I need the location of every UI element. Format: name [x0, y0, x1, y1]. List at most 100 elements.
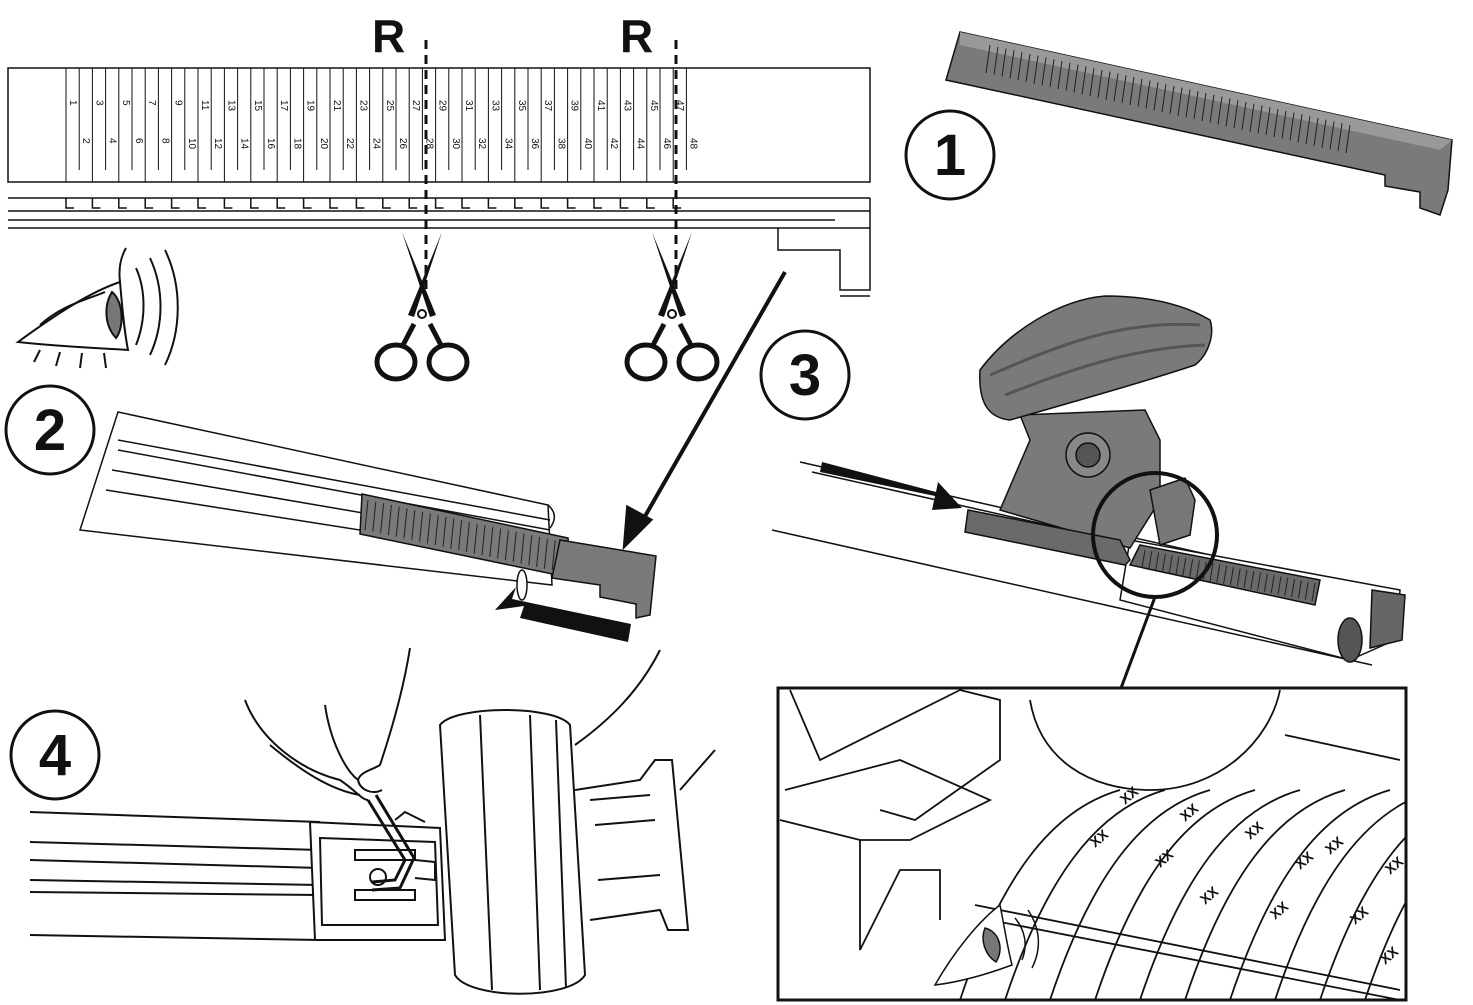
ruler-number-even: 48	[687, 138, 698, 150]
ruler-number-even: 24	[371, 138, 382, 150]
bar-tick	[426, 513, 431, 544]
bar-tick	[1281, 110, 1287, 139]
rail-notch	[329, 198, 338, 209]
bar-tick	[1223, 565, 1228, 584]
bar-tick	[1177, 87, 1183, 116]
step-3-clamp-assembly	[771, 295, 1406, 666]
bar-tick	[1057, 60, 1063, 90]
ruler-number-even: 22	[344, 138, 355, 150]
bar-tick	[1201, 92, 1207, 122]
bar-tick	[1001, 48, 1007, 77]
cut-marker-right: R	[620, 10, 653, 62]
ruler-number-even: 20	[318, 138, 329, 150]
bar-tick	[528, 535, 533, 566]
step-badge-2: 2	[4, 384, 96, 476]
bar-tick	[1073, 64, 1079, 93]
bar-tick	[1113, 73, 1119, 102]
eye-icon	[933, 903, 1040, 986]
ruler-number-odd: 33	[489, 100, 500, 112]
ruler-number-odd: 1	[67, 100, 78, 106]
bar-tick	[1216, 564, 1221, 583]
bar-tick	[1153, 82, 1159, 111]
ruler-number-odd: 17	[278, 100, 289, 112]
detail-ridge	[1274, 800, 1406, 1000]
rail-notch	[434, 198, 444, 209]
ruler-number-even: 32	[476, 138, 487, 150]
ruler-number-even: 4	[107, 138, 118, 144]
bar-tick	[1289, 112, 1295, 141]
ruler-number-odd: 19	[305, 100, 316, 112]
bar-tick	[1284, 577, 1289, 596]
bar-tick	[504, 530, 509, 561]
ruler-number-odd: 45	[648, 100, 659, 112]
bar-tick	[1175, 556, 1180, 575]
ruler-number-odd: 7	[146, 100, 157, 106]
bar-tick	[520, 533, 525, 564]
bar-tick	[1270, 574, 1275, 594]
ruler-ticks	[65, 68, 687, 182]
bar-tick	[387, 504, 392, 536]
bar-tick	[1105, 71, 1111, 100]
ruler-number-even: 6	[133, 138, 144, 144]
rail-notch	[461, 198, 470, 209]
ruler-number-even: 12	[212, 138, 223, 150]
rail-notch	[65, 198, 74, 209]
ruler-number-odd: 27	[410, 100, 421, 112]
ruler-number-even: 16	[265, 138, 276, 150]
bar-tick	[1017, 52, 1023, 81]
ruler-number-even: 10	[186, 138, 197, 150]
bar-tick	[1155, 552, 1160, 571]
rail-notch	[276, 198, 286, 209]
bar-tick	[1217, 96, 1223, 125]
bar-tick	[380, 503, 385, 534]
bar-tick	[1249, 103, 1255, 132]
rail-notch	[118, 198, 127, 209]
bar-tick	[1009, 50, 1015, 79]
bar-tick	[1049, 59, 1055, 88]
bar-tick	[1193, 91, 1199, 120]
bar-tick	[1025, 53, 1031, 82]
hex-key-icon	[366, 794, 416, 892]
rail-notch	[487, 198, 497, 209]
bar-tick	[1161, 553, 1166, 573]
svg-text:4: 4	[39, 723, 71, 788]
bar-tick	[1277, 576, 1282, 595]
bar-tick	[465, 521, 470, 552]
scissors-icon	[624, 232, 720, 382]
step-2-rail-assembly	[79, 411, 657, 619]
bar-tick	[1236, 568, 1241, 587]
arrow-icon	[622, 271, 787, 551]
ruler-number-odd: 5	[120, 100, 131, 106]
bar-tick	[1265, 107, 1271, 136]
bar-tick	[985, 44, 991, 74]
step-badge-4: 4	[9, 709, 101, 801]
bar-tick	[1168, 555, 1173, 574]
bar-tick	[403, 508, 408, 539]
bar-tick	[993, 46, 999, 75]
bar-tick	[1305, 116, 1311, 145]
bar-tick	[1297, 114, 1303, 143]
ruler-number-even: 30	[450, 138, 461, 150]
bar-tick	[1263, 573, 1268, 592]
step-badge-1: 1	[904, 109, 996, 201]
ruler-number-odd: 25	[384, 100, 395, 112]
bar-tick	[1311, 582, 1316, 602]
rail-notch	[302, 198, 312, 209]
bar-tick	[1209, 563, 1214, 582]
ruler-number-odd: 15	[252, 100, 263, 112]
ruler-number-odd: 37	[542, 100, 553, 112]
bar-tick	[1169, 85, 1175, 114]
ruler-number-even: 28	[423, 138, 434, 150]
rail-notch	[593, 198, 602, 209]
arrow-icon	[495, 587, 631, 642]
ruler-number-even: 46	[661, 138, 672, 150]
bar-tick	[434, 515, 439, 546]
rail-notch	[540, 198, 550, 209]
bar-tick	[481, 525, 486, 556]
bar-tick	[1257, 572, 1262, 591]
bar-tick	[1089, 68, 1095, 97]
bar-tick	[1321, 119, 1327, 148]
bar-tick	[1189, 559, 1194, 578]
